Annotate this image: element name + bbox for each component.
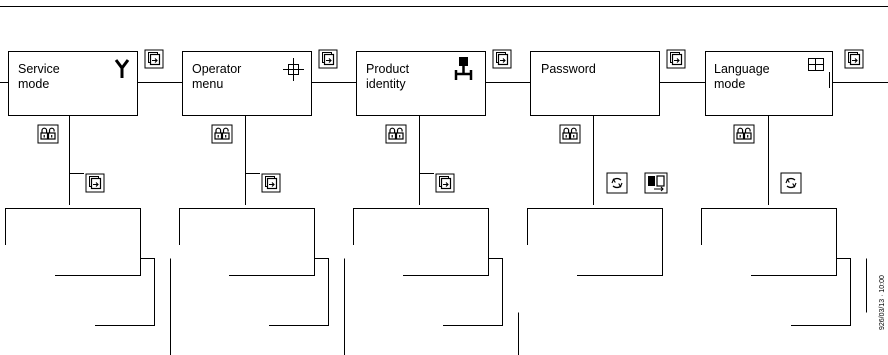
- submenu-tree: [701, 208, 867, 326]
- submenu-tree: [527, 208, 663, 276]
- language-mode-label-1: Language: [714, 62, 770, 76]
- operator-menu-label-2: menu: [192, 77, 223, 91]
- menu-service-mode[interactable]: Service mode: [8, 51, 138, 116]
- page-icon[interactable]: [85, 173, 105, 193]
- product-identity-label-2: identity: [366, 77, 406, 91]
- page-icon[interactable]: [261, 173, 281, 193]
- refresh-cycle-icon[interactable]: [780, 172, 802, 194]
- page-icon[interactable]: [144, 49, 164, 69]
- service-mode-label-2: mode: [18, 77, 49, 91]
- grid-table-icon: [808, 58, 824, 71]
- wrench-y-icon: [114, 59, 130, 78]
- figure-code: 926/03/13 · 10:00: [879, 275, 886, 330]
- crosshair-icon: [283, 58, 304, 81]
- page-icon[interactable]: [318, 49, 338, 69]
- service-mode-label-1: Service: [18, 62, 60, 76]
- page-icon[interactable]: [844, 49, 864, 69]
- language-mode-label-2: mode: [714, 77, 745, 91]
- lock-icon[interactable]: [733, 124, 755, 144]
- lock-icon[interactable]: [559, 124, 581, 144]
- menu-product-identity[interactable]: Product identity: [356, 51, 486, 116]
- lock-icon[interactable]: [385, 124, 407, 144]
- operator-menu-label-1: Operator: [192, 62, 241, 76]
- page-icon[interactable]: [435, 173, 455, 193]
- submenu-tree: [5, 208, 171, 355]
- menu-password[interactable]: Password: [530, 51, 660, 116]
- page-icon[interactable]: [666, 49, 686, 69]
- lock-icon[interactable]: [211, 124, 233, 144]
- lock-icon[interactable]: [37, 124, 59, 144]
- menu-operator-menu[interactable]: Operator menu: [182, 51, 312, 116]
- submenu-tree: [179, 208, 345, 355]
- submenu-tree: [353, 208, 519, 355]
- refresh-cycle-icon[interactable]: [606, 172, 628, 194]
- network-node-icon: [454, 57, 473, 80]
- password-label-1: Password: [541, 62, 596, 76]
- switch-panel-icon[interactable]: [644, 172, 668, 194]
- menu-language-mode[interactable]: Language mode: [705, 51, 833, 116]
- product-identity-label-1: Product: [366, 62, 410, 76]
- page-icon[interactable]: [492, 49, 512, 69]
